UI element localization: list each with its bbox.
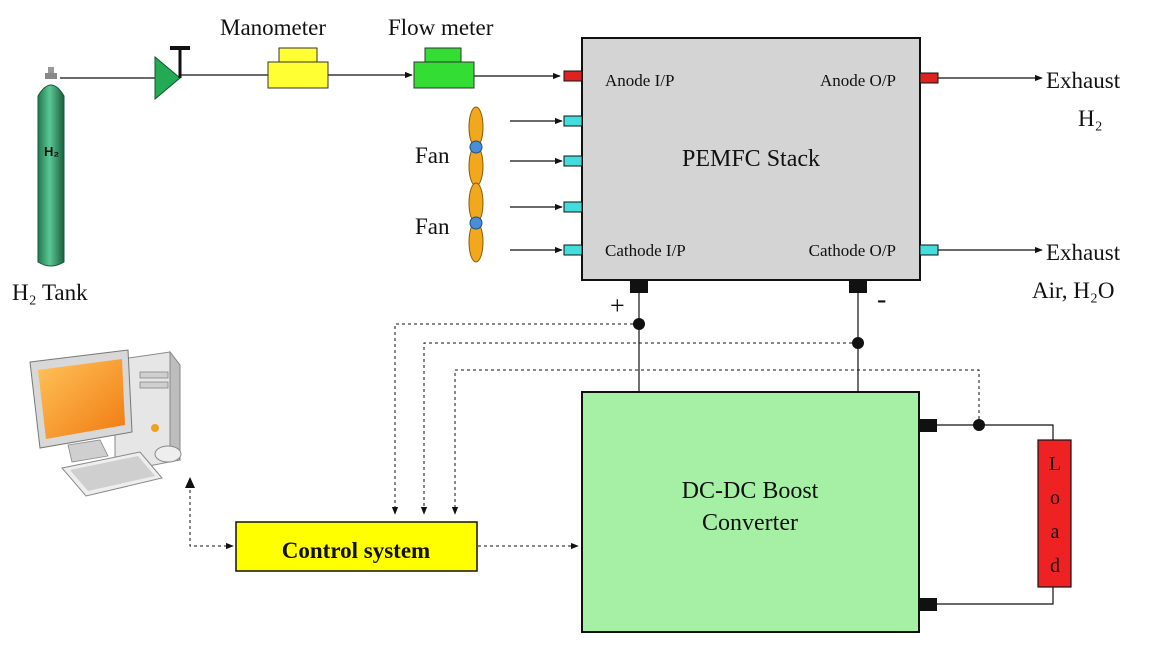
tank-symbol: H₂ [44, 144, 59, 159]
load [1037, 439, 1072, 588]
positive-terminal [630, 280, 648, 293]
manometer-label: Manometer [220, 15, 326, 40]
converter-output-terminal-top [919, 419, 937, 432]
computer-link-arrowhead [185, 477, 195, 488]
air-input-port-3 [563, 201, 583, 213]
stack-label: PEMFC Stack [682, 146, 820, 172]
minus-sign: - [877, 284, 886, 315]
load-letter-a: a [1051, 521, 1060, 543]
load-letter-d: d [1050, 555, 1060, 577]
sense-line-negative [420, 342, 858, 515]
air-input-port-2 [563, 155, 583, 167]
exhaust-air-label-line1: Exhaust [1046, 240, 1121, 265]
anode-input-label: Anode I/P [605, 71, 674, 90]
sense-line-output [451, 369, 980, 515]
load-letter-l: L [1049, 453, 1061, 475]
converter-label-line2: Converter [702, 510, 798, 536]
dc-dc-boost-converter [581, 391, 920, 633]
exhaust-air-label-line2: Air, H₂O [1032, 278, 1114, 303]
desktop-computer-icon [29, 349, 182, 497]
anode-input-port [563, 70, 583, 82]
air-input-port-1 [563, 115, 583, 127]
control-system [235, 521, 478, 572]
valve-icon [154, 46, 190, 101]
exhaust-h2-label-line2: H₂ [1078, 106, 1103, 131]
converter-label-line1: DC-DC Boost [682, 478, 819, 504]
negative-terminal [849, 280, 867, 293]
load-letter-o: o [1050, 487, 1060, 509]
fan-icon [468, 106, 484, 187]
gas-cylinder-icon [37, 67, 65, 267]
manometer-icon [267, 47, 329, 89]
anode-output-port [919, 72, 939, 84]
anode-output-label: Anode O/P [820, 71, 896, 90]
fan-icon [468, 182, 484, 263]
fan-label-1: Fan [415, 143, 450, 168]
converter-output-terminal-bottom [919, 598, 937, 611]
cathode-output-port [919, 244, 939, 256]
computer-link-line [189, 478, 234, 550]
flow-meter-icon [413, 47, 475, 89]
pemfc-stack [581, 37, 921, 281]
plus-sign: + [610, 291, 625, 320]
cathode-input-port [563, 244, 583, 256]
load-wire-top [937, 424, 1054, 440]
exhaust-h2-label-line1: Exhaust [1046, 68, 1121, 93]
load-wire-bottom [937, 587, 1054, 605]
control-system-label: Control system [282, 538, 430, 563]
cathode-output-label: Cathode O/P [809, 241, 896, 260]
flow-meter-label: Flow meter [388, 15, 494, 40]
fan-label-2: Fan [415, 214, 450, 239]
cathode-input-label: Cathode I/P [605, 241, 686, 260]
tank-label: H₂ Tank [12, 280, 88, 305]
